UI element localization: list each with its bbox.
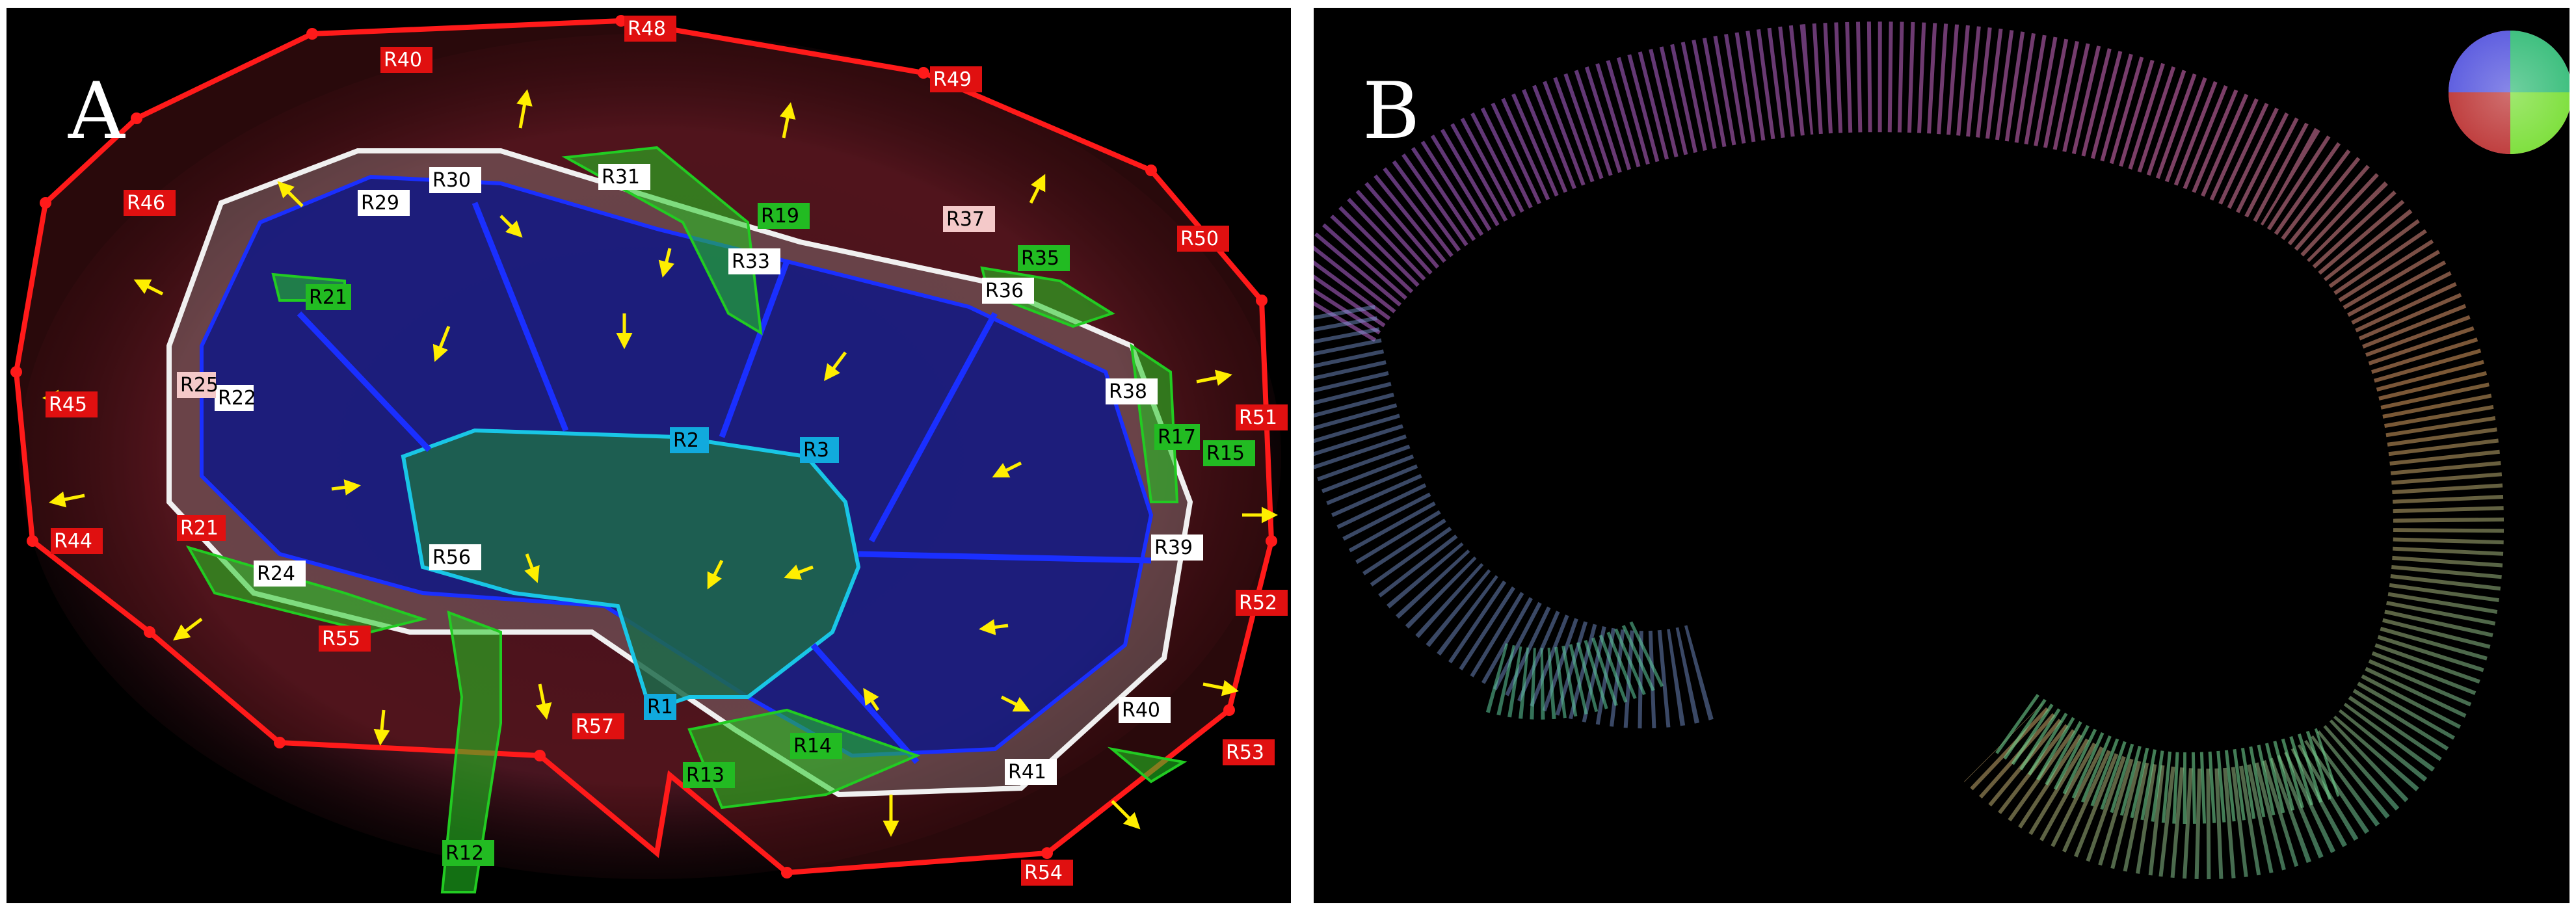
tag-r15: R15 [1206,442,1245,465]
panel-a-label: A [68,66,125,157]
tag-r37: R37 [946,208,985,231]
tag-r40-white: R40 [1122,699,1160,722]
tag-r13: R13 [686,764,724,787]
tag-r40-red: R40 [384,49,422,72]
tag-r38: R38 [1109,380,1147,403]
bottom-right-fiber-band [1995,694,2340,825]
tag-r3: R3 [803,439,829,462]
tag-r21-green: R21 [309,286,347,309]
tag-r35: R35 [1021,247,1059,270]
tag-r33: R33 [732,250,770,273]
tag-r22: R22 [218,387,256,410]
panel-b-fiber-orientation: B [1314,8,2569,903]
cortical-fiber-band [1314,21,2504,880]
tag-r53: R53 [1226,741,1264,764]
tag-r31: R31 [602,166,640,189]
color-wheel-icon [2449,31,2569,154]
blue-spokes [297,202,1152,764]
tag-r46: R46 [127,192,165,215]
region-tags: R40 R48 R49 R46 R50 R45 R51 R44 R52 R55 … [46,16,1288,886]
tag-r51: R51 [1239,406,1277,429]
tag-r14: R14 [793,735,832,758]
tag-r45: R45 [49,393,87,416]
tag-r36: R36 [985,280,1024,302]
fiber-orientation-drawing [1314,21,2569,880]
tag-r52: R52 [1239,592,1277,614]
tag-r29: R29 [361,192,399,215]
tag-r12: R12 [445,842,484,865]
tag-r17: R17 [1158,426,1196,449]
tag-r41: R41 [1008,761,1046,784]
tag-r21-red: R21 [180,517,219,540]
tag-r30: R30 [432,169,471,192]
boundary-vertices [10,15,1277,878]
panel-b-label: B [1362,66,1420,157]
region-map-drawing: R40 R48 R49 R46 R50 R45 R51 R44 R52 R55 … [10,15,1288,893]
tag-r19: R19 [761,205,799,228]
tag-r1: R1 [647,696,673,719]
tag-r25: R25 [180,374,219,397]
tag-r44: R44 [54,530,92,553]
tag-r56: R56 [432,546,471,569]
tag-r48: R48 [628,18,666,40]
tag-r57: R57 [576,715,614,738]
tag-r24: R24 [257,562,295,585]
tag-r55: R55 [322,627,360,650]
tag-r39: R39 [1154,536,1193,559]
tag-r2: R2 [673,429,699,452]
tag-r54: R54 [1024,862,1063,884]
tag-r49: R49 [933,68,972,91]
tag-r50: R50 [1180,228,1219,250]
panel-a-brain-region-map: R40 R48 R49 R46 R50 R45 R51 R44 R52 R55 … [7,8,1291,903]
lower-fiber-band [1314,305,1718,729]
